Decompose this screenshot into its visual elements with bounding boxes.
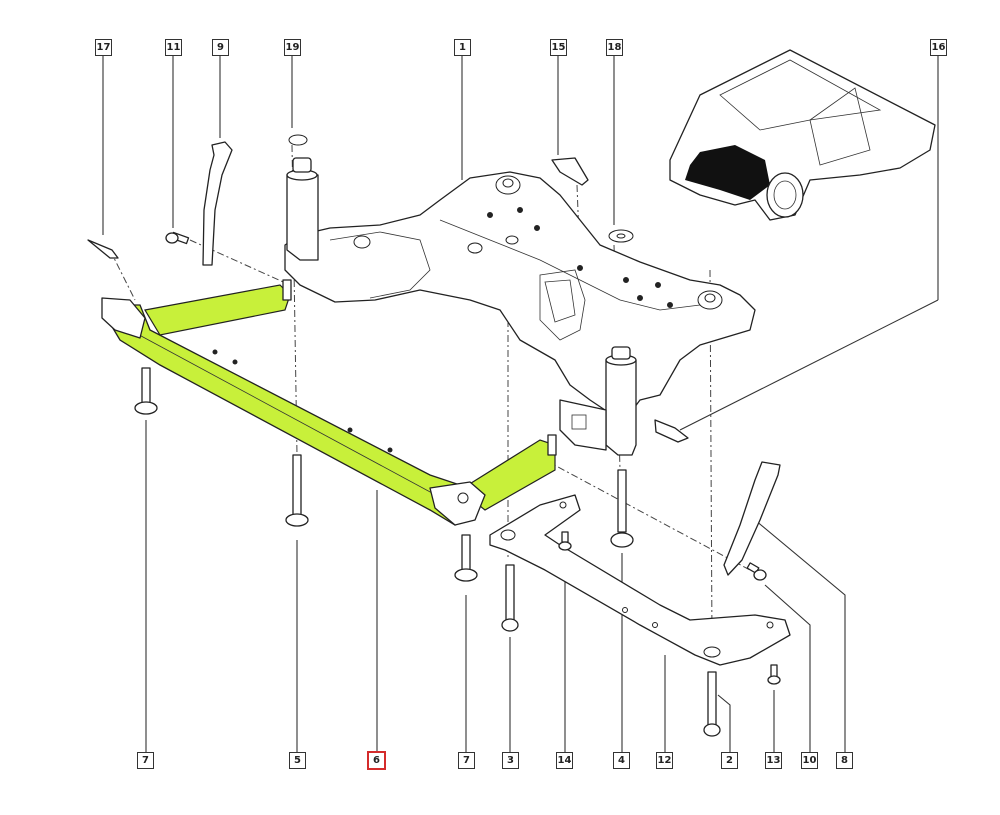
bolt-7b (454, 534, 478, 582)
bracket-8 (723, 461, 781, 576)
callout-15[interactable]: 15 (550, 39, 567, 56)
callout-11[interactable]: 11 (165, 39, 182, 56)
leader-lines-bottom (145, 420, 846, 752)
bracket-16 (654, 419, 689, 443)
callout-13[interactable]: 13 (765, 752, 782, 769)
callout-14[interactable]: 14 (556, 752, 573, 769)
callout-17[interactable]: 17 (95, 39, 112, 56)
bolt-3 (501, 564, 519, 632)
bolt-4 (610, 469, 634, 548)
callout-7-left[interactable]: 7 (137, 752, 154, 769)
callout-3[interactable]: 3 (502, 752, 519, 769)
callout-10[interactable]: 10 (801, 752, 818, 769)
bolt-7a (134, 367, 158, 415)
callout-6-selected[interactable]: 6 (367, 751, 386, 770)
callout-7-right[interactable]: 7 (458, 752, 475, 769)
bolt-10 (746, 562, 767, 581)
cross-member-part-6[interactable] (101, 279, 557, 526)
callout-5[interactable]: 5 (289, 752, 306, 769)
bolt-5 (285, 454, 309, 527)
bolt-13 (767, 664, 781, 685)
callout-19[interactable]: 19 (284, 39, 301, 56)
bracket-9 (202, 141, 233, 266)
bolt-11 (165, 231, 190, 245)
leader-lines-top (102, 56, 939, 431)
vehicle-inset (669, 49, 936, 221)
callout-2[interactable]: 2 (721, 752, 738, 769)
subframe-part-1[interactable] (284, 134, 756, 456)
callout-18[interactable]: 18 (606, 39, 623, 56)
callout-16[interactable]: 16 (930, 39, 947, 56)
clip-17 (87, 239, 119, 259)
callout-12[interactable]: 12 (656, 752, 673, 769)
callout-4[interactable]: 4 (613, 752, 630, 769)
callout-1[interactable]: 1 (454, 39, 471, 56)
lower-plate-part-12[interactable] (489, 494, 791, 666)
callout-9[interactable]: 9 (212, 39, 229, 56)
callout-8[interactable]: 8 (836, 752, 853, 769)
bolt-2 (703, 671, 721, 737)
brackets (202, 141, 781, 576)
bracket-15 (551, 157, 589, 186)
bolts (87, 231, 781, 737)
bolt-14 (558, 531, 572, 551)
